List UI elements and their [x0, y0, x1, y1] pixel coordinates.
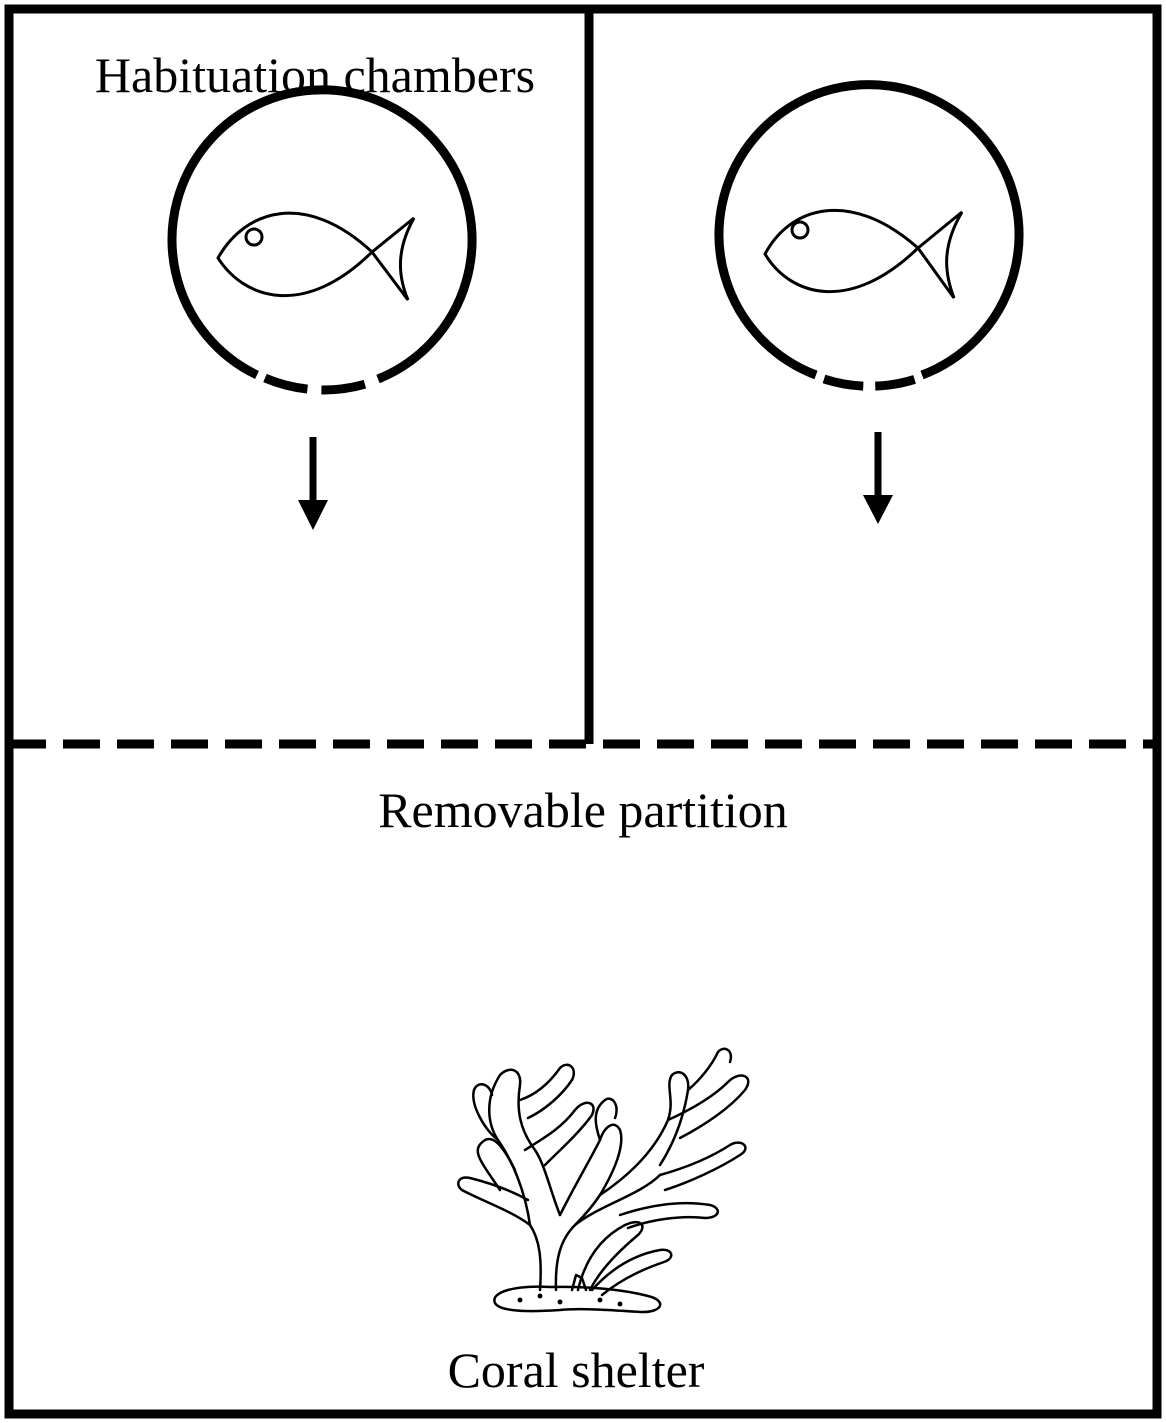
down-arrow-icon: [298, 437, 328, 530]
fish-icon: [763, 208, 964, 299]
chamber-ring-right: [714, 80, 1024, 380]
down-arrow-icon: [863, 432, 893, 524]
chamber-right: [714, 80, 1024, 524]
habituation-chambers-label: Habituation chambers: [94, 47, 536, 103]
chamber-door-left: [263, 373, 374, 395]
chamber-ring-left: [167, 85, 477, 384]
coral-icon: [457, 1047, 750, 1314]
removable-partition-label: Removable partition: [378, 782, 788, 838]
chamber-left: [167, 85, 477, 530]
tank-outline: [4, 4, 1162, 1419]
coral-shelter-label: Coral shelter: [447, 1342, 705, 1398]
fish-icon: [216, 211, 416, 301]
chamber-door-right: [822, 374, 918, 391]
